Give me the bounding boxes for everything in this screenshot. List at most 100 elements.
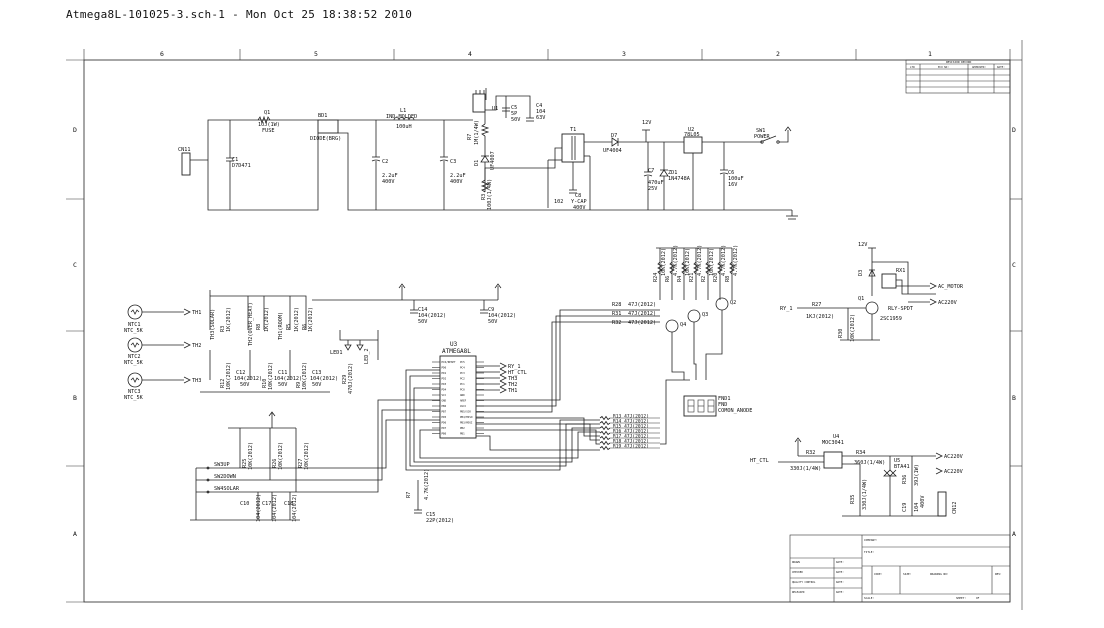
c2-volt: 400V xyxy=(382,179,395,185)
relay-q1-ref: Q1 xyxy=(858,296,864,302)
triac-c19-value: 104 xyxy=(914,503,920,512)
u3-right-pin-label: PC1 xyxy=(460,382,465,386)
c4-volt: 63V xyxy=(536,115,545,121)
mcu-net-htctl: HT_CTL xyxy=(508,370,527,376)
sw-r26-value: 10K(2012) xyxy=(278,442,284,470)
relay-type: RLY-SPDT xyxy=(888,306,913,312)
seg-res-label: R18 47J(2012) xyxy=(613,439,649,445)
led1-label: LED1 xyxy=(330,350,343,356)
mcu-net-th1: TH1 xyxy=(508,388,517,394)
zone-col-1: 1 xyxy=(928,50,932,58)
seg-res-label: R13 47J(2012) xyxy=(613,414,649,420)
c1-value: D7D471 xyxy=(232,163,251,169)
ntc3-net: TH3 xyxy=(192,378,201,384)
ntc1-net: TH1 xyxy=(192,310,201,316)
mcu-net-th3: TH3 xyxy=(508,376,517,382)
transistor-q2 xyxy=(715,297,729,311)
pullup-r8-ref: R8 xyxy=(256,324,262,330)
zone-row-a-right: A xyxy=(1012,530,1016,538)
u3-right-pin-label: AVCC xyxy=(460,404,467,408)
filter-r9-value: 10K(2012) xyxy=(302,362,308,390)
transistor-q3 xyxy=(687,309,701,323)
r3-ref: R3 xyxy=(481,194,487,200)
display-section: R2410K(2012)R64.7K(2012)R410K(2012)R214.… xyxy=(599,245,752,451)
filter-r10-value: 10K(2012) xyxy=(268,362,274,390)
r29-ref: R29 xyxy=(342,375,348,384)
mcu-net-ry1: RY_1 xyxy=(508,364,521,370)
c8-ref: C8 xyxy=(575,193,581,199)
u3-left-pin-label: PB7 xyxy=(442,410,447,414)
relay-net-in: RY_1 xyxy=(780,306,793,312)
c8-volt: 400V xyxy=(573,205,586,211)
u5-ref: U5 xyxy=(894,458,900,464)
c15-ref: C15 xyxy=(426,512,435,518)
zone-labels: 6 5 4 3 2 1 D C B A D C B A xyxy=(73,50,1016,538)
q2-label: Q2 xyxy=(730,300,736,306)
transformer-t1 xyxy=(561,133,585,163)
filter-c12-value: 104(2012) xyxy=(234,376,262,382)
bd1-value: DIODE(BRG) xyxy=(310,136,341,142)
triac-r34-value: 360J(1/4W) xyxy=(854,460,885,466)
u3-right-pin-label: PC4 xyxy=(460,366,465,370)
u3-right-pin-label: PB2 xyxy=(460,426,465,430)
zone-col-4: 4 xyxy=(468,50,472,58)
zone-row-d-right: D xyxy=(1012,126,1016,134)
zone-col-5: 5 xyxy=(314,50,318,58)
relay-r30-ref: R30 xyxy=(838,329,844,338)
top-res-ref: R4 xyxy=(677,276,683,282)
c8-value: 102 xyxy=(554,199,563,205)
u3-right-pin-label: PC0 xyxy=(460,388,465,392)
tb-company: COMPANY: xyxy=(864,538,878,542)
triac-c19-volt: 400V xyxy=(920,496,926,509)
sw3-label: SW3UP xyxy=(214,462,230,468)
tb-date-1: DATE: xyxy=(836,560,844,564)
pullup-th3-label: TH3(SOLAR) xyxy=(210,309,216,340)
sheet-header: Atmega8L-101025-3.sch-1 - Mon Oct 25 18:… xyxy=(66,8,413,21)
rev-col-eco: ECO NO: xyxy=(938,65,949,69)
tb-of: OF xyxy=(976,596,980,600)
zone-row-c-right: C xyxy=(1012,261,1016,269)
seg-res-label: R14 47J(2012) xyxy=(613,419,649,425)
zd1-ref: ZD1 xyxy=(668,170,677,176)
c9-volt: 50V xyxy=(488,319,497,325)
u4-value: MOC3041 xyxy=(822,440,844,446)
d7-ref: D7 xyxy=(611,133,617,139)
seg-res-label: R17 47J(2012) xyxy=(613,434,649,440)
u3-left-pin-label: PD4 xyxy=(442,388,447,392)
drv-r32-value: 47J(2012) xyxy=(628,320,656,326)
u3-right-pin-label: PC5 xyxy=(460,360,465,364)
u3-left-pin-label: PD5 xyxy=(442,415,447,419)
top-res-symbol xyxy=(717,261,723,275)
u3-left-pin-label: VCC xyxy=(442,393,447,397)
led2-label: LED_2 xyxy=(364,348,370,364)
tb-rev: REV: xyxy=(995,572,1002,576)
rev-col-ltr: LTR xyxy=(910,65,915,69)
tb-title: TITLE: xyxy=(864,550,874,554)
relay-coil-rx1 xyxy=(881,273,897,289)
sensor-section: TH1 TH2 TH3 NTC1 NTC_5K NTC2 NTC_5K NTC3… xyxy=(124,290,338,401)
fuse-value: 1OJ(1W) xyxy=(258,122,280,128)
drawing-border xyxy=(66,40,1023,610)
u3-right-pin-label: AREF xyxy=(460,399,467,403)
top-res-ref: R6 xyxy=(665,276,671,282)
q3-label: Q3 xyxy=(702,312,708,318)
relay-q1-value: 2SC1959 xyxy=(880,316,902,322)
led2-icon xyxy=(356,344,364,351)
ntc3-ref: NTC3 xyxy=(128,389,141,395)
top-res-value: 4.7K(2012) xyxy=(721,245,727,276)
c3-value: 2.2uF xyxy=(450,173,466,179)
c8-desc: Y-CAP xyxy=(571,199,587,205)
ntc2-net: TH2 xyxy=(192,343,201,349)
top-res-ref: R2 xyxy=(701,276,707,282)
tb-size: SIZE: xyxy=(903,572,912,576)
ntc1-value: NTC_5K xyxy=(124,328,144,334)
fuse-desc: FUSE xyxy=(262,128,275,134)
mcu-section: C14 104(2012) 50V C9 104(2012) 50V LED1 … xyxy=(196,283,660,524)
top-res-symbol xyxy=(693,261,699,275)
c15-value: 22P(2012) xyxy=(426,518,454,524)
sw-c18-value: 104(2012) xyxy=(292,494,298,522)
c6-volt: 16V xyxy=(728,182,737,188)
top-res-value: 10K(2012) xyxy=(709,248,715,276)
sw-r27-ref: R27 xyxy=(298,459,304,468)
